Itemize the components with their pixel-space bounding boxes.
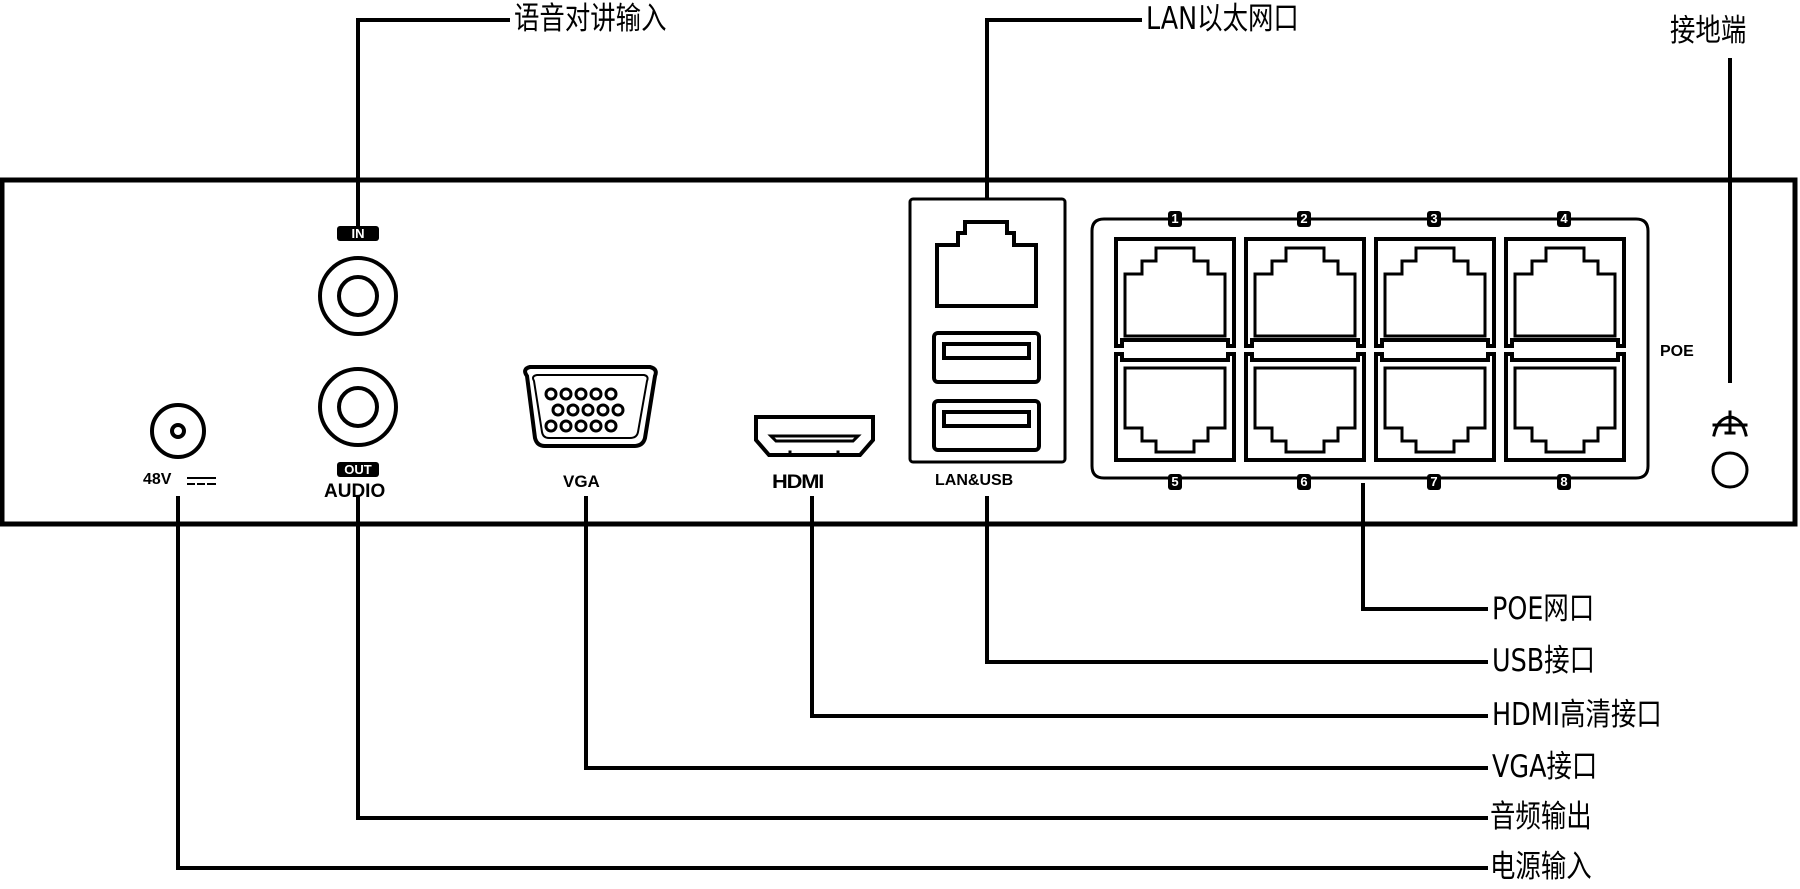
leader-audio-in — [356, 18, 510, 228]
dc-power-symbol — [187, 477, 216, 485]
poe-ports — [1114, 237, 1626, 462]
poe-port-number: 1 — [1168, 211, 1182, 227]
poe-label: POE — [1660, 343, 1694, 360]
vga-pins — [544, 387, 625, 433]
audio-in-jack — [318, 256, 398, 336]
power-jack — [150, 403, 206, 459]
lan-usb-block — [908, 197, 1067, 464]
callout-vga-port: VGA接口 — [1492, 749, 1598, 785]
callout-ground: 接地端 — [1670, 13, 1747, 49]
callout-poe-port: POE网口 — [1492, 591, 1595, 627]
poe-port-3 — [1374, 237, 1496, 348]
callout-audio-out: 音频输出 — [1490, 799, 1592, 835]
callout-power-in: 电源输入 — [1490, 849, 1592, 885]
hdmi-label: HDMI — [772, 472, 824, 493]
vga-label: VGA — [563, 472, 600, 491]
callout-lan-ethernet: LAN以太网口 — [1146, 1, 1299, 37]
poe-port-1 — [1114, 237, 1236, 348]
poe-port-8 — [1504, 352, 1626, 462]
poe-port-6 — [1244, 352, 1366, 462]
poe-port-number: 7 — [1427, 474, 1441, 490]
poe-port-2 — [1244, 237, 1366, 348]
poe-port-number: 5 — [1168, 474, 1182, 490]
audio-in-badge: IN — [337, 226, 379, 241]
hdmi-connector — [754, 415, 875, 457]
callout-hdmi-port: HDMI高清接口 — [1492, 697, 1662, 733]
power-label: 48V — [143, 471, 172, 488]
audio-out-badge: OUT — [337, 462, 379, 477]
ground-symbol — [1712, 410, 1748, 437]
leader-hdmi — [810, 496, 1488, 718]
vga-connector — [523, 365, 658, 448]
leader-usb — [985, 496, 1488, 664]
leader-lan — [985, 18, 1142, 200]
ground-stud — [1711, 451, 1749, 489]
audio-label: AUDIO — [324, 481, 386, 502]
leader-poe — [1361, 483, 1488, 611]
poe-port-number: 6 — [1297, 474, 1311, 490]
poe-group-outline — [1090, 217, 1650, 480]
leader-audio-out — [356, 496, 1488, 820]
audio-out-jack — [318, 367, 398, 447]
poe-port-5 — [1114, 352, 1236, 462]
lan-port — [935, 220, 1038, 308]
usb-port-2 — [932, 399, 1041, 452]
usb-port-1 — [932, 331, 1041, 384]
lan-usb-label: LAN&USB — [935, 472, 1014, 489]
poe-port-number: 2 — [1297, 211, 1311, 227]
poe-port-number: 8 — [1557, 474, 1571, 490]
leader-vga — [584, 496, 1488, 770]
poe-port-number: 3 — [1427, 211, 1441, 227]
leader-power — [176, 496, 1488, 870]
poe-port-number: 4 — [1557, 211, 1571, 227]
poe-port-7 — [1374, 352, 1496, 462]
callout-usb-port: USB接口 — [1492, 643, 1596, 679]
poe-port-4 — [1504, 237, 1626, 348]
callout-audio-talk-in: 语音对讲输入 — [514, 1, 667, 37]
device-panel — [0, 177, 1798, 527]
